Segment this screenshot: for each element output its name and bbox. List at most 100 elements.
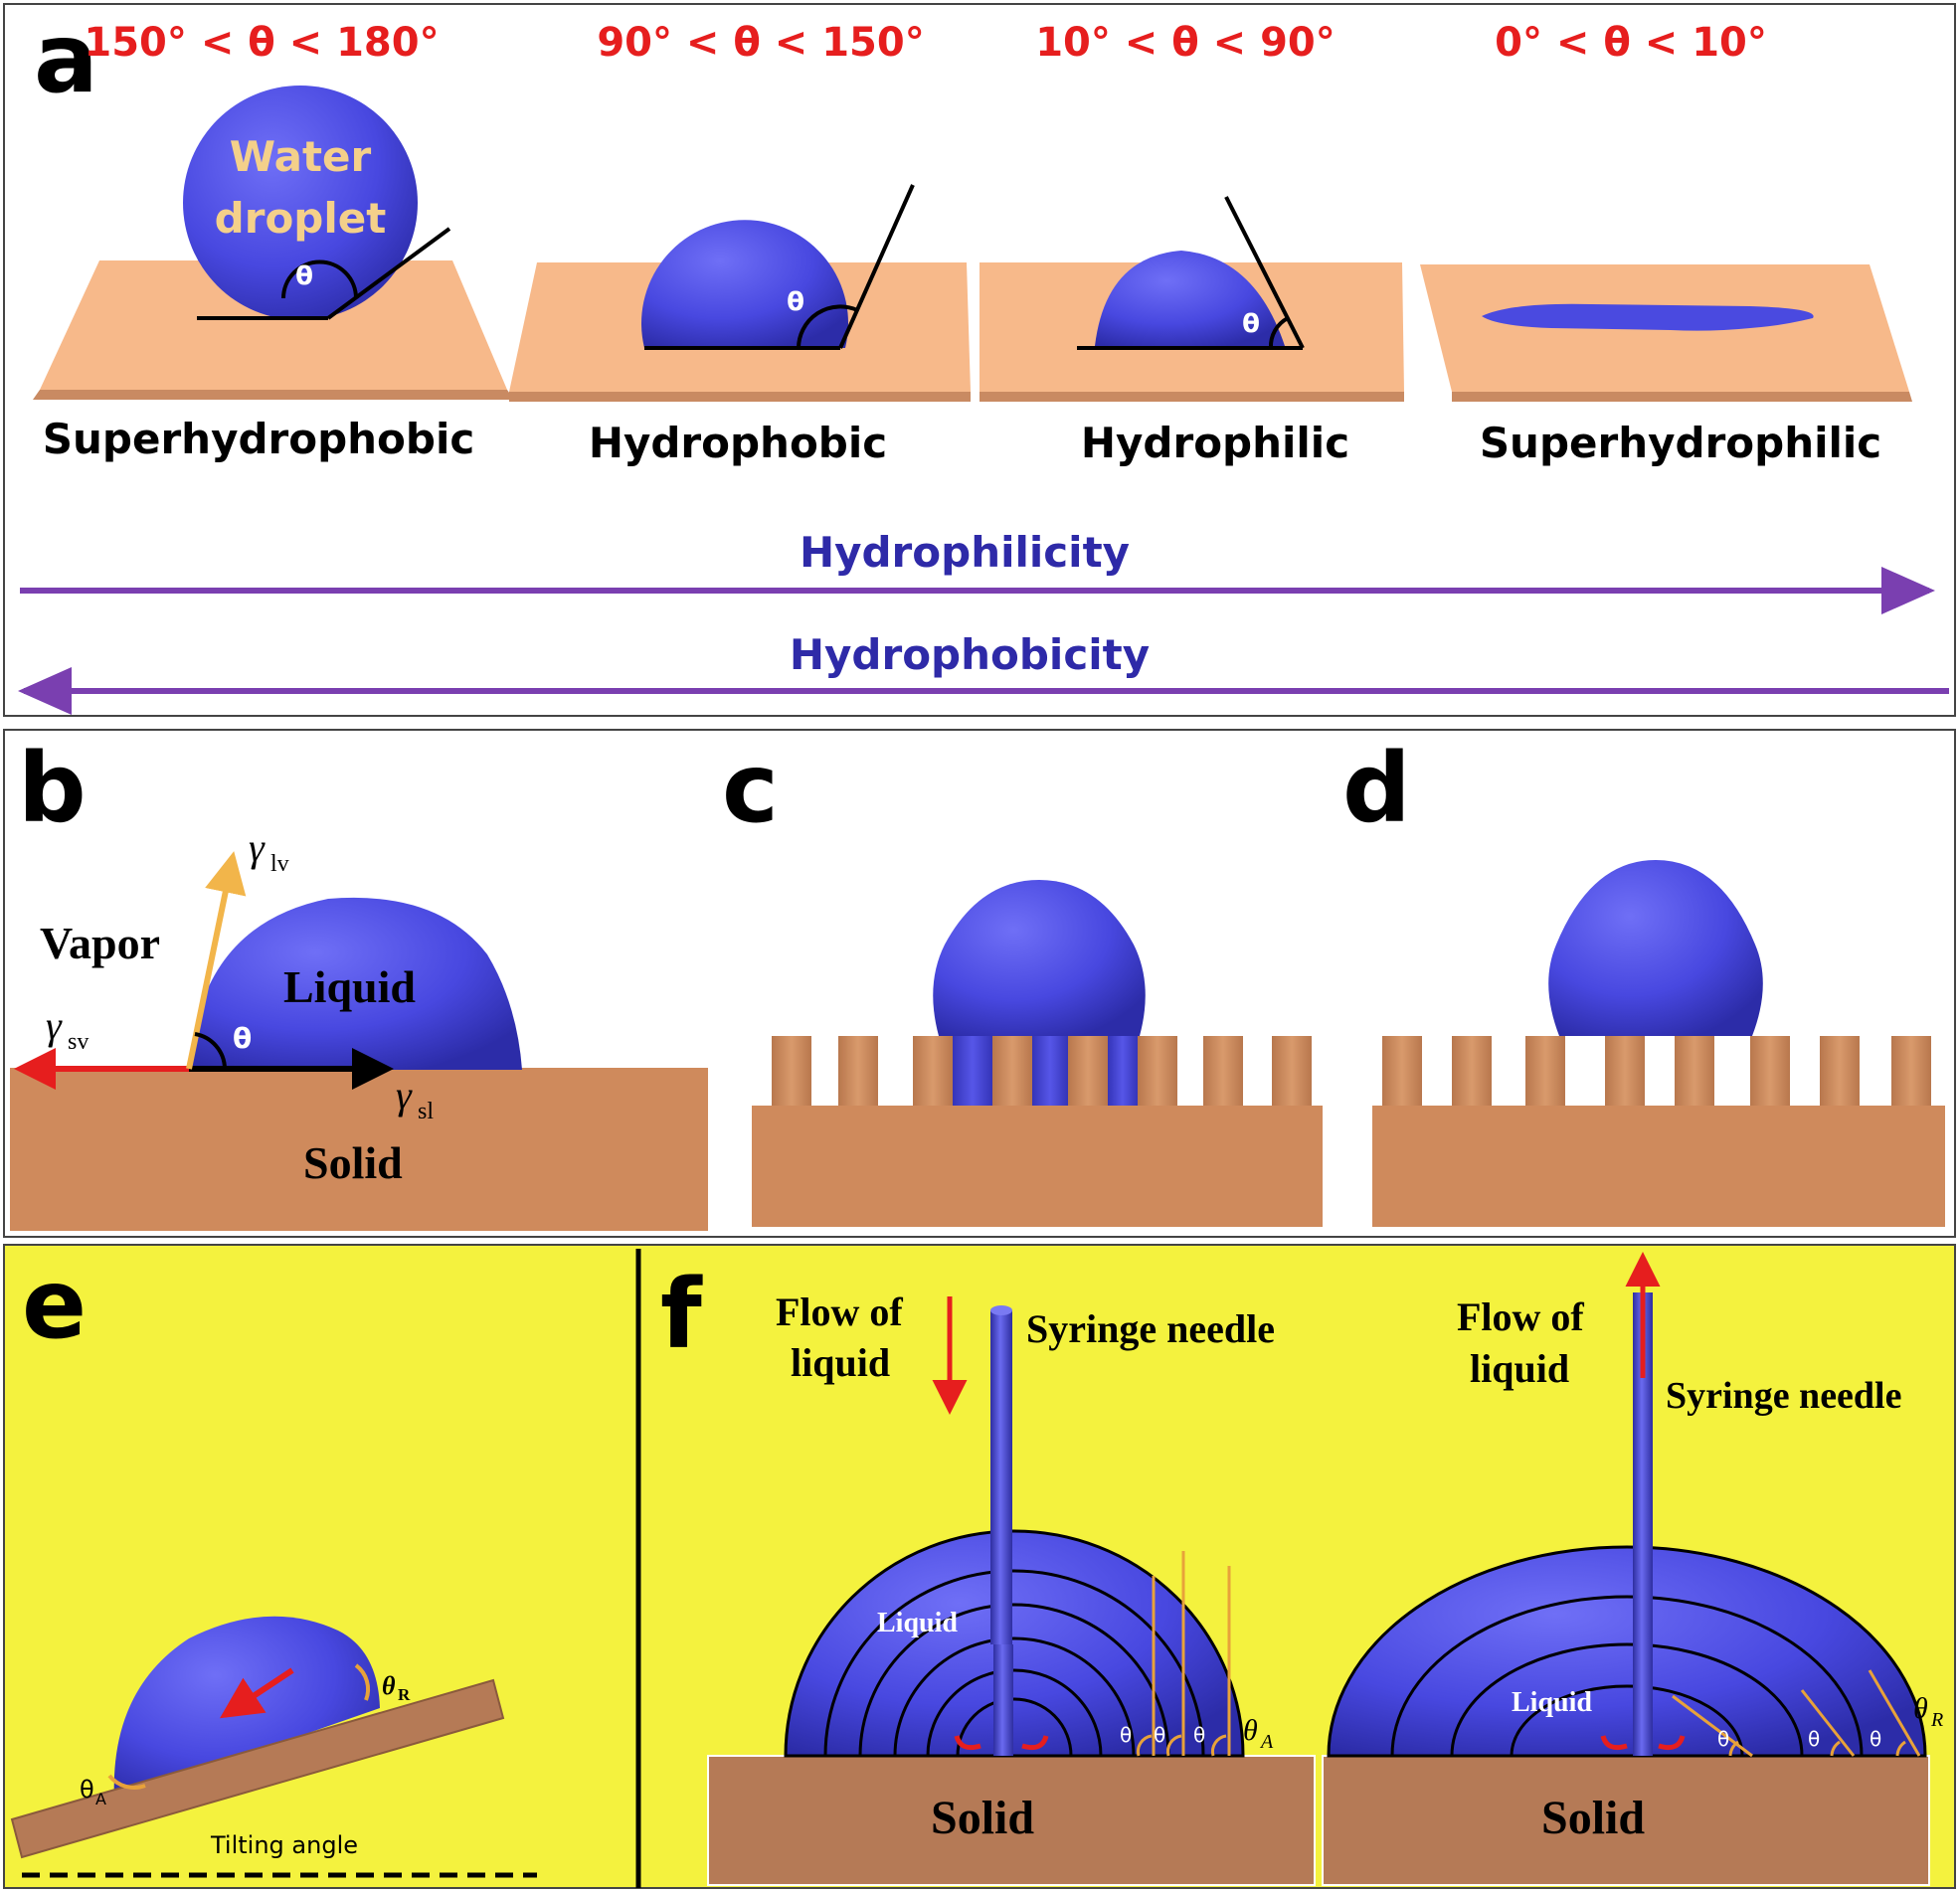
panel-ef: e θ A θ R Tilting angle f bbox=[3, 1244, 1956, 1889]
category-hydrophobic: Hydrophobic bbox=[589, 419, 887, 467]
theta-label-3: θ bbox=[1242, 309, 1260, 339]
theta-label-b: θ bbox=[233, 1022, 252, 1055]
category-hydrophilic: Hydrophilic bbox=[1081, 419, 1349, 467]
pillar-d bbox=[1675, 1036, 1714, 1106]
solid-base-c bbox=[752, 1106, 1323, 1227]
theta-label-right-3: θ bbox=[1870, 1727, 1881, 1751]
category-superhydrophilic: Superhydrophilic bbox=[1480, 419, 1881, 467]
tilted-substrate bbox=[10, 1678, 505, 1859]
theta-a-label-f: θ bbox=[1243, 1714, 1258, 1747]
theta-r-label-f: θ bbox=[1913, 1692, 1928, 1725]
pillar-c bbox=[1138, 1036, 1177, 1106]
syringe-needle-left bbox=[990, 1310, 1012, 1644]
panel-bcd: b Vapor Liquid Solid θ γ lv γ sv γ sl c bbox=[3, 729, 1956, 1238]
pillar-d bbox=[1750, 1036, 1790, 1106]
liquid-droplet-b bbox=[189, 897, 522, 1070]
theta-label-1: θ bbox=[295, 261, 313, 291]
substrate-1 bbox=[33, 260, 514, 400]
theta-a-subscript-f: A bbox=[1259, 1731, 1274, 1753]
theta-r-label-e: θ bbox=[382, 1671, 396, 1700]
contact-arcs-left bbox=[1136, 1734, 1227, 1757]
syringe-needle-label-left: Syringe needle bbox=[1026, 1306, 1275, 1351]
liquid-label-right: Liquid bbox=[1512, 1687, 1592, 1718]
substrate-4 bbox=[1420, 264, 1912, 402]
pillar-c bbox=[838, 1036, 878, 1106]
pillar-d bbox=[1605, 1036, 1645, 1106]
gamma-sl-symbol: γ bbox=[396, 1073, 413, 1118]
tilting-angle-label: Tilting angle bbox=[210, 1831, 358, 1859]
pillar-d bbox=[1891, 1036, 1931, 1106]
droplet-wenzel bbox=[933, 880, 1146, 1036]
water-droplet-label-line1: Water bbox=[230, 132, 372, 181]
solid-label-right: Solid bbox=[1541, 1792, 1645, 1844]
panel-a: a 150° < θ < 180° 90° < θ < 150° 10° < θ… bbox=[3, 3, 1956, 717]
flow-label-right-line2: liquid bbox=[1470, 1346, 1569, 1391]
panel-c-letter: c bbox=[722, 733, 779, 844]
shrink-contours-right bbox=[1390, 1595, 1864, 1757]
flow-label-left-line2: liquid bbox=[791, 1340, 890, 1385]
water-droplet-label-line2: droplet bbox=[215, 194, 387, 243]
growth-contours-left bbox=[823, 1569, 1205, 1757]
droplet-superhydrophobic bbox=[183, 86, 418, 320]
pillar-d bbox=[1820, 1036, 1860, 1106]
theta-a-subscript-e: A bbox=[95, 1790, 106, 1808]
hydrophilicity-label: Hydrophilicity bbox=[800, 528, 1130, 577]
solid-base-d bbox=[1372, 1106, 1945, 1227]
contact-angle-2: θ bbox=[644, 184, 915, 350]
pillar-c bbox=[1068, 1036, 1108, 1106]
contact-arcs-right bbox=[1728, 1740, 1906, 1757]
advancing-angle-arc-e bbox=[107, 1774, 146, 1790]
wetted-gap-c bbox=[1032, 1036, 1068, 1106]
contact-angle-1: θ bbox=[197, 227, 451, 320]
droplet-superhydrophilic bbox=[1482, 303, 1814, 331]
theta-r-subscript-f: R bbox=[1930, 1709, 1943, 1731]
vapor-label: Vapor bbox=[40, 918, 160, 968]
range-label-hydrophobic: 90° < θ < 150° bbox=[597, 20, 924, 66]
advancing-measurement: θ θ θ θ A Liquid Solid Flow of liquid Sy… bbox=[707, 1290, 1316, 1886]
hydrophobicity-label: Hydrophobicity bbox=[790, 630, 1150, 679]
contact-angle-3: θ bbox=[1077, 196, 1305, 350]
liquid-label-b: Liquid bbox=[283, 961, 416, 1012]
contact-angle-arc-b bbox=[194, 1032, 227, 1070]
pillar-d bbox=[1525, 1036, 1565, 1106]
solid-block-right bbox=[1322, 1755, 1930, 1886]
wetted-gap-c bbox=[1108, 1036, 1138, 1106]
theta-label-left-3: θ bbox=[1193, 1723, 1205, 1747]
theta-label-right-1: θ bbox=[1717, 1727, 1729, 1751]
panel-e-letter: e bbox=[22, 1249, 87, 1360]
gamma-sv-symbol: γ bbox=[46, 1003, 63, 1048]
range-label-superhydrophobic: 150° < θ < 180° bbox=[84, 20, 439, 66]
flow-curl-left-a bbox=[954, 1735, 981, 1751]
theta-label-right-2: θ bbox=[1808, 1727, 1820, 1751]
theta-label-2: θ bbox=[787, 287, 804, 317]
syringe-needle-label-right: Syringe needle bbox=[1666, 1375, 1901, 1417]
droplet-advancing bbox=[784, 1529, 1245, 1758]
pillar-c bbox=[772, 1036, 811, 1106]
solid-label-b: Solid bbox=[303, 1137, 403, 1188]
category-superhydrophobic: Superhydrophobic bbox=[43, 415, 475, 463]
panel-a-letter: a bbox=[34, 3, 98, 114]
flow-curl-right-a bbox=[1600, 1735, 1628, 1751]
wetted-gap-c bbox=[953, 1036, 992, 1106]
flow-curl-right-b bbox=[1658, 1735, 1686, 1751]
panel-f-letter: f bbox=[660, 1259, 703, 1370]
flow-label-left-line1: Flow of bbox=[776, 1290, 903, 1334]
droplet-hydrophobic bbox=[641, 220, 849, 348]
panel-b-letter: b bbox=[18, 733, 87, 844]
range-label-superhydrophilic: 0° < θ < 10° bbox=[1495, 20, 1767, 66]
solid-label-left: Solid bbox=[931, 1792, 1034, 1844]
gamma-sl-subscript: sl bbox=[418, 1099, 434, 1124]
panel-c: c bbox=[722, 733, 1323, 1227]
theta-a-label-e: θ bbox=[80, 1776, 94, 1804]
panel-b: b Vapor Liquid Solid θ γ lv γ sv γ sl bbox=[10, 733, 708, 1231]
liquid-label-left: Liquid bbox=[877, 1608, 958, 1638]
panel-d-letter: d bbox=[1342, 733, 1411, 844]
flow-label-right-line1: Flow of bbox=[1457, 1294, 1584, 1339]
syringe-needle-right bbox=[1633, 1292, 1653, 1756]
droplet-cassie bbox=[1548, 860, 1763, 1036]
needle-top-left bbox=[990, 1305, 1012, 1315]
gamma-lv-symbol: γ bbox=[249, 825, 266, 870]
droplet-hydrophilic bbox=[1095, 251, 1285, 346]
solid-block-b bbox=[10, 1068, 708, 1231]
